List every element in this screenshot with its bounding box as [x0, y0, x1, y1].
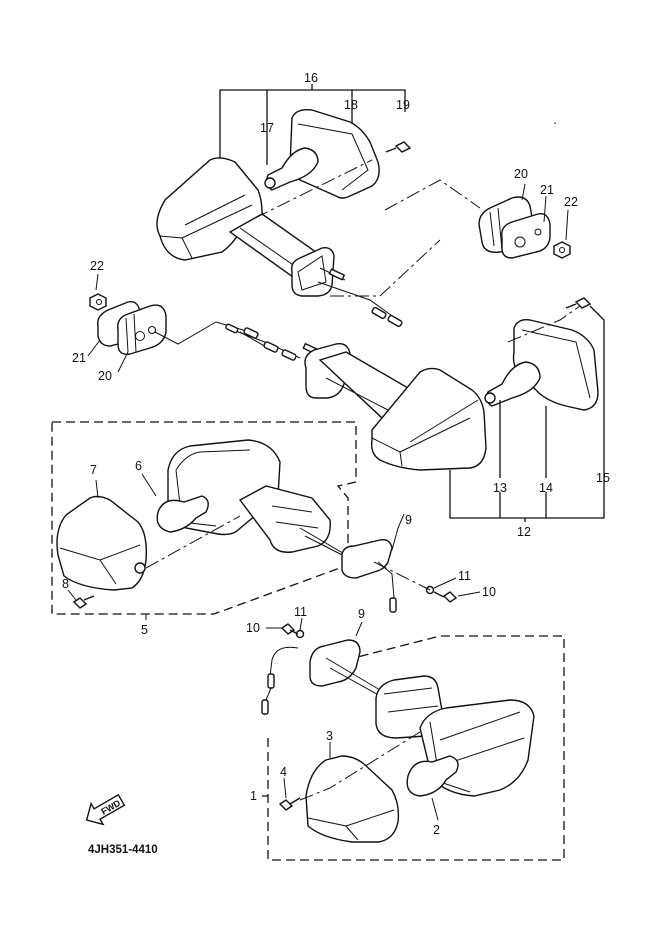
screw-19	[385, 141, 412, 153]
callout-6: 6	[135, 459, 142, 473]
callout-15: 15	[596, 471, 610, 485]
callout-1: 1	[250, 789, 257, 803]
callout-9-upper: 9	[405, 513, 412, 527]
screw-4	[278, 797, 301, 811]
damper-set-right	[478, 183, 571, 259]
front-right-flasher-assembly	[156, 84, 481, 328]
callout-8: 8	[62, 577, 69, 591]
group-outline-1	[267, 635, 565, 861]
callout-14: 14	[539, 481, 553, 495]
callout-5: 5	[141, 623, 148, 637]
group-outline-5	[51, 421, 357, 615]
callout-bracket-16	[219, 84, 406, 165]
nut-22-left	[89, 293, 107, 311]
screw-15	[565, 297, 592, 309]
stay-9-upper	[341, 538, 393, 579]
callout-bracket-12	[449, 305, 605, 522]
callout-21-left: 21	[72, 351, 86, 365]
callout-7: 7	[90, 463, 97, 477]
bolt-10-lower	[280, 623, 299, 635]
diagram-code: 4JH351-4410	[88, 844, 158, 856]
front-left-flasher-assembly	[225, 297, 605, 522]
rear-left-flasher-assembly	[51, 421, 481, 620]
damper-set-left	[87, 273, 251, 373]
screw-8	[72, 595, 95, 609]
callout-9-lower: 9	[358, 607, 365, 621]
socket-5	[238, 485, 331, 553]
callout-12: 12	[517, 525, 531, 539]
callout-22-right: 22	[564, 195, 578, 209]
plate-21-right	[501, 213, 551, 259]
callout-20-right: 20	[514, 167, 528, 181]
bulb-13	[485, 361, 541, 407]
lens-7	[56, 495, 148, 591]
callout-13: 13	[493, 481, 507, 495]
callout-19: 19	[396, 98, 410, 112]
bulb-6	[156, 495, 209, 533]
callout-16: 16	[304, 71, 318, 85]
callout-4: 4	[280, 765, 287, 779]
callout-10-lower: 10	[246, 621, 260, 635]
callout-18: 18	[344, 98, 358, 112]
speck	[554, 122, 556, 124]
fwd-arrow-icon	[85, 793, 126, 826]
rear-right-flasher-assembly	[261, 617, 565, 861]
callout-21-right: 21	[540, 183, 554, 197]
flasher-housing-12	[370, 367, 487, 471]
callout-11-upper: 11	[458, 569, 471, 583]
damper-20-left	[117, 304, 167, 355]
nut-22-right	[553, 241, 571, 259]
callout-11-lower: 11	[294, 605, 307, 619]
callout-3: 3	[326, 729, 333, 743]
lens-3	[305, 755, 400, 843]
forward-direction-arrow: FWD	[85, 793, 126, 826]
callout-20-left: 20	[98, 369, 112, 383]
bolt-10-upper	[433, 591, 458, 603]
callout-22-left: 22	[90, 259, 104, 273]
callout-10-upper: 10	[482, 585, 496, 599]
bulb-2	[406, 755, 459, 797]
callout-2: 2	[433, 823, 440, 837]
callout-17: 17	[260, 121, 274, 135]
